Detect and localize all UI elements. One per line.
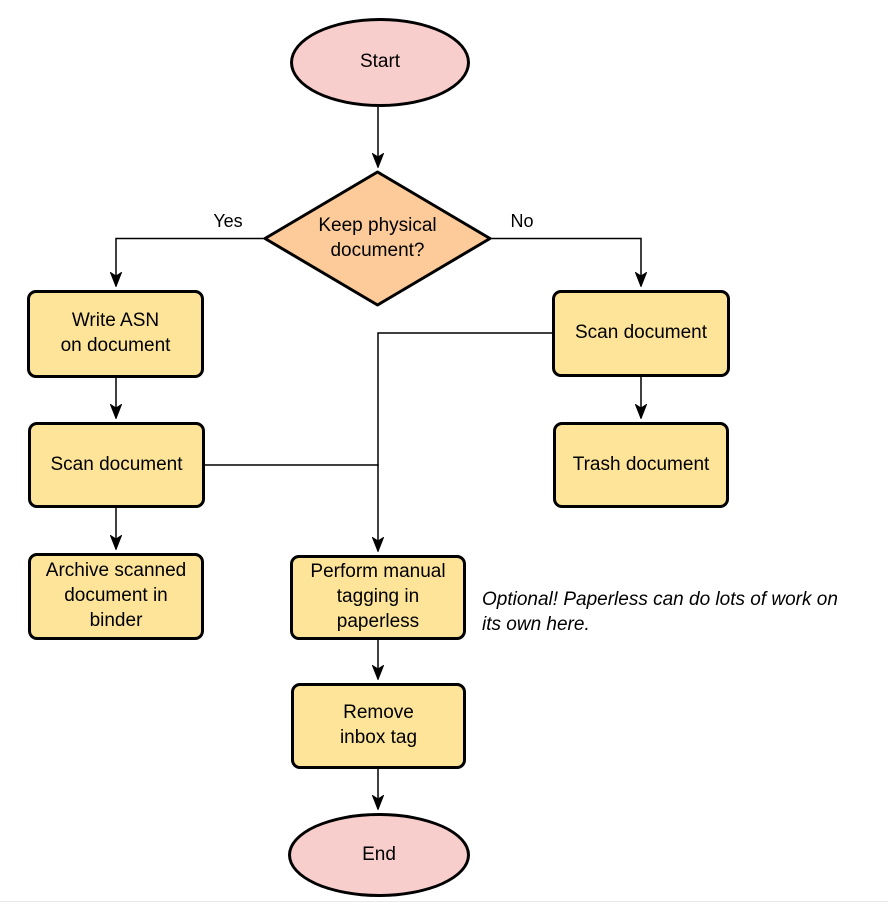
edge-decision-write-asn [116, 237, 265, 287]
node-trash-document: Trash document [553, 422, 729, 508]
edge-scan-right-tagging [378, 332, 552, 551]
node-manual-tagging: Perform manual tagging in paperless [290, 555, 466, 640]
node-scan-document-right: Scan document [552, 290, 730, 377]
node-write-asn: Write ASN on document [27, 290, 204, 378]
annotation-note: Optional! Paperless can do lots of work … [482, 589, 838, 635]
edge-label-no: No [510, 211, 534, 231]
node-archive-binder: Archive scanned document in binder [28, 553, 204, 640]
node-decision-label: Keep physical document? [318, 214, 437, 261]
node-remove-inbox-tag: Remove inbox tag [291, 683, 466, 769]
edge-label-yes: Yes [213, 211, 243, 231]
node-scan-document-left: Scan document [28, 422, 205, 508]
node-end: End [288, 813, 470, 897]
node-start: Start [290, 18, 470, 107]
edge-decision-scan-right [490, 237, 641, 287]
decision-diamond-shape [263, 170, 492, 307]
page-divider [0, 901, 888, 902]
